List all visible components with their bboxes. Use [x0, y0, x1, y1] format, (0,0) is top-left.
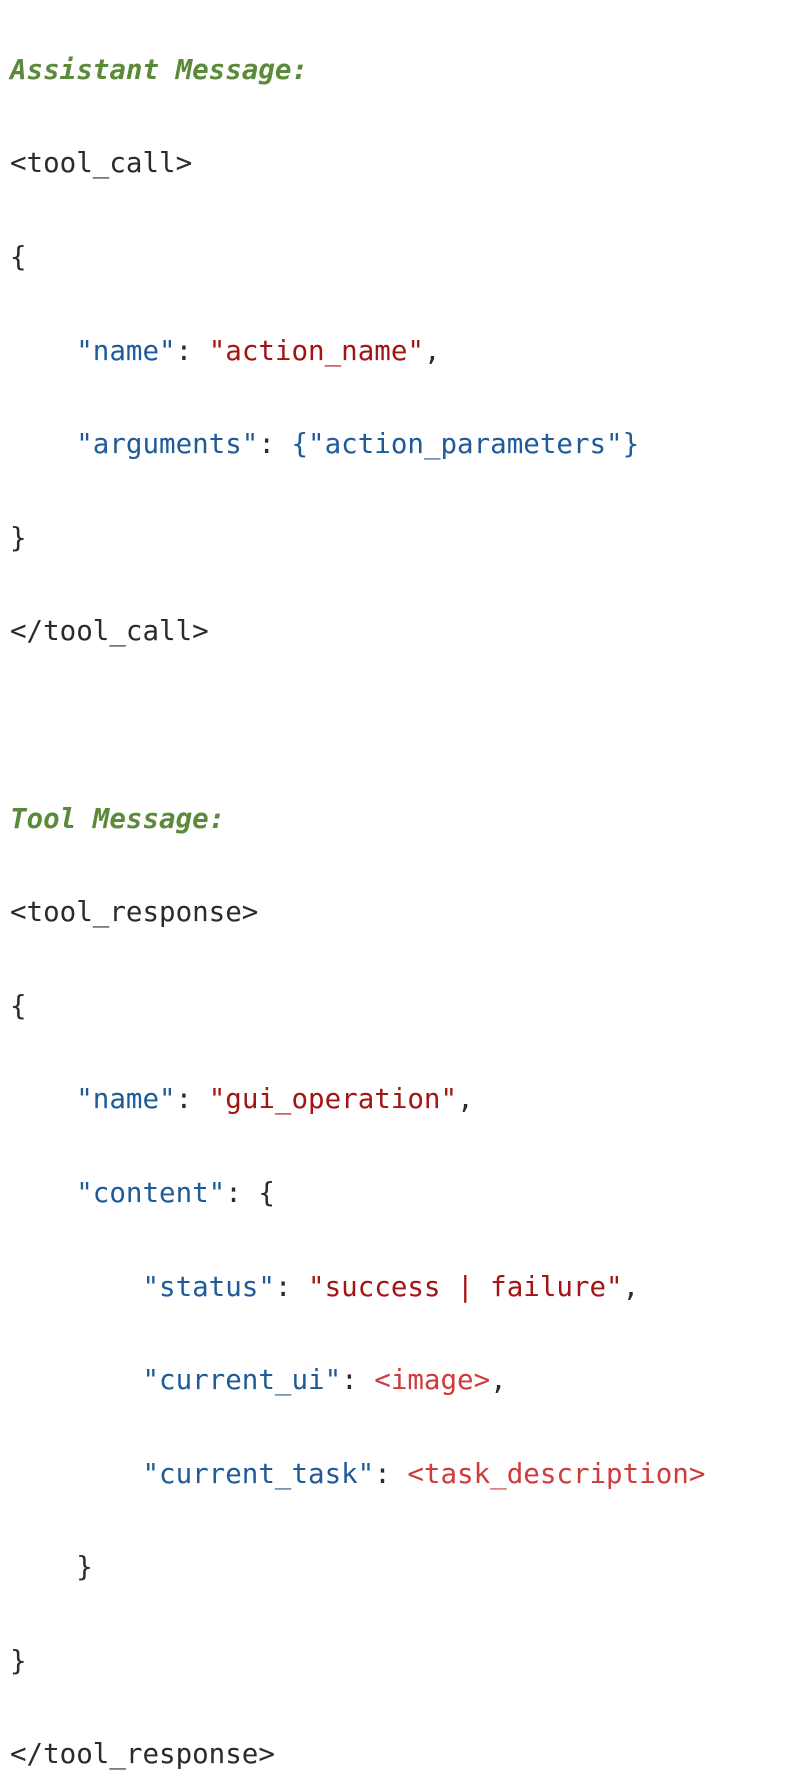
code-line: "current_ui": <image>,	[142, 1364, 507, 1397]
status-key: "status"	[142, 1270, 275, 1303]
code-line: }	[10, 1544, 705, 1591]
code-block: Assistant Message: <tool_call> { "name":…	[10, 0, 705, 1778]
assistant-heading: Assistant Message:	[10, 53, 309, 86]
current-task-key: "current_task"	[142, 1457, 375, 1490]
code-line: {	[10, 234, 705, 281]
current-ui-value: <image>	[374, 1364, 491, 1397]
code-line: "content": {	[76, 1176, 275, 1209]
code-line: }	[10, 1638, 705, 1685]
code-line: Tool Message:	[10, 796, 705, 843]
code-line: Assistant Message:	[10, 47, 705, 94]
code-line: }	[10, 515, 705, 562]
code-line: "name": "gui_operation",	[76, 1083, 474, 1116]
arguments-key: "arguments"	[76, 428, 259, 461]
code-line: "name": "action_name",	[76, 334, 441, 367]
content-open-brace: {	[258, 1176, 275, 1209]
open-brace: {	[10, 989, 27, 1022]
close-brace: }	[10, 521, 27, 554]
tool-call-open-tag: <tool_call>	[10, 147, 193, 180]
arguments-value: {"action_parameters"}	[291, 428, 640, 461]
code-line: <tool_response>	[10, 889, 705, 936]
content-key: "content"	[76, 1176, 226, 1209]
name-value: "gui_operation"	[208, 1083, 458, 1116]
close-brace: }	[10, 1644, 27, 1677]
tool-call-close-tag: </tool_call>	[10, 615, 209, 648]
open-brace: {	[10, 240, 27, 273]
current-task-value: <task_description>	[407, 1457, 706, 1490]
status-value: "success | failure"	[308, 1270, 623, 1303]
code-line: "status": "success | failure",	[142, 1270, 640, 1303]
code-line: "arguments": {"action_parameters"}	[76, 428, 640, 461]
name-key: "name"	[76, 334, 176, 367]
code-line: {	[10, 983, 705, 1030]
current-ui-key: "current_ui"	[142, 1364, 342, 1397]
tool-response-open-tag: <tool_response>	[10, 896, 259, 929]
name-value: "action_name"	[208, 334, 424, 367]
code-line: "current_task": <task_description>	[142, 1457, 706, 1490]
blank-line	[10, 702, 705, 749]
tool-response-close-tag: </tool_response>	[10, 1738, 275, 1771]
code-line: <tool_call>	[10, 140, 705, 187]
tool-heading: Tool Message:	[10, 802, 226, 835]
code-line: </tool_response>	[10, 1731, 705, 1778]
code-line: </tool_call>	[10, 608, 705, 655]
content-close-brace: }	[76, 1551, 93, 1584]
name-key: "name"	[76, 1083, 176, 1116]
